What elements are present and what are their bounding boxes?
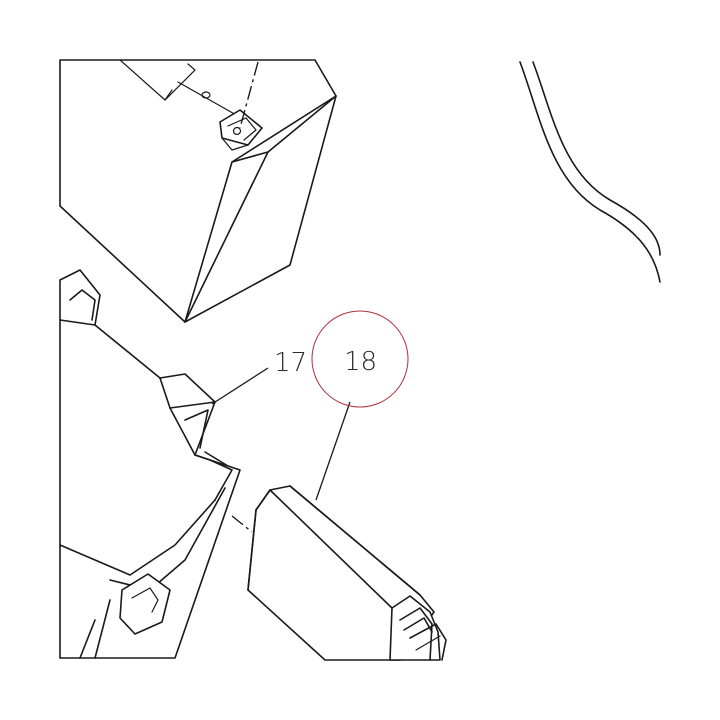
- cable-part: [519, 61, 661, 283]
- callout-17-leader: [211, 367, 269, 405]
- bracket-part: [59, 269, 253, 659]
- part-18-plate: [247, 485, 447, 661]
- upper-box-part: [59, 59, 337, 323]
- callout-18-highlight-circle: [311, 310, 409, 408]
- callout-18-label: 18: [344, 347, 377, 377]
- callout-18-leader: [315, 401, 351, 501]
- callout-17-label: 17: [274, 348, 307, 378]
